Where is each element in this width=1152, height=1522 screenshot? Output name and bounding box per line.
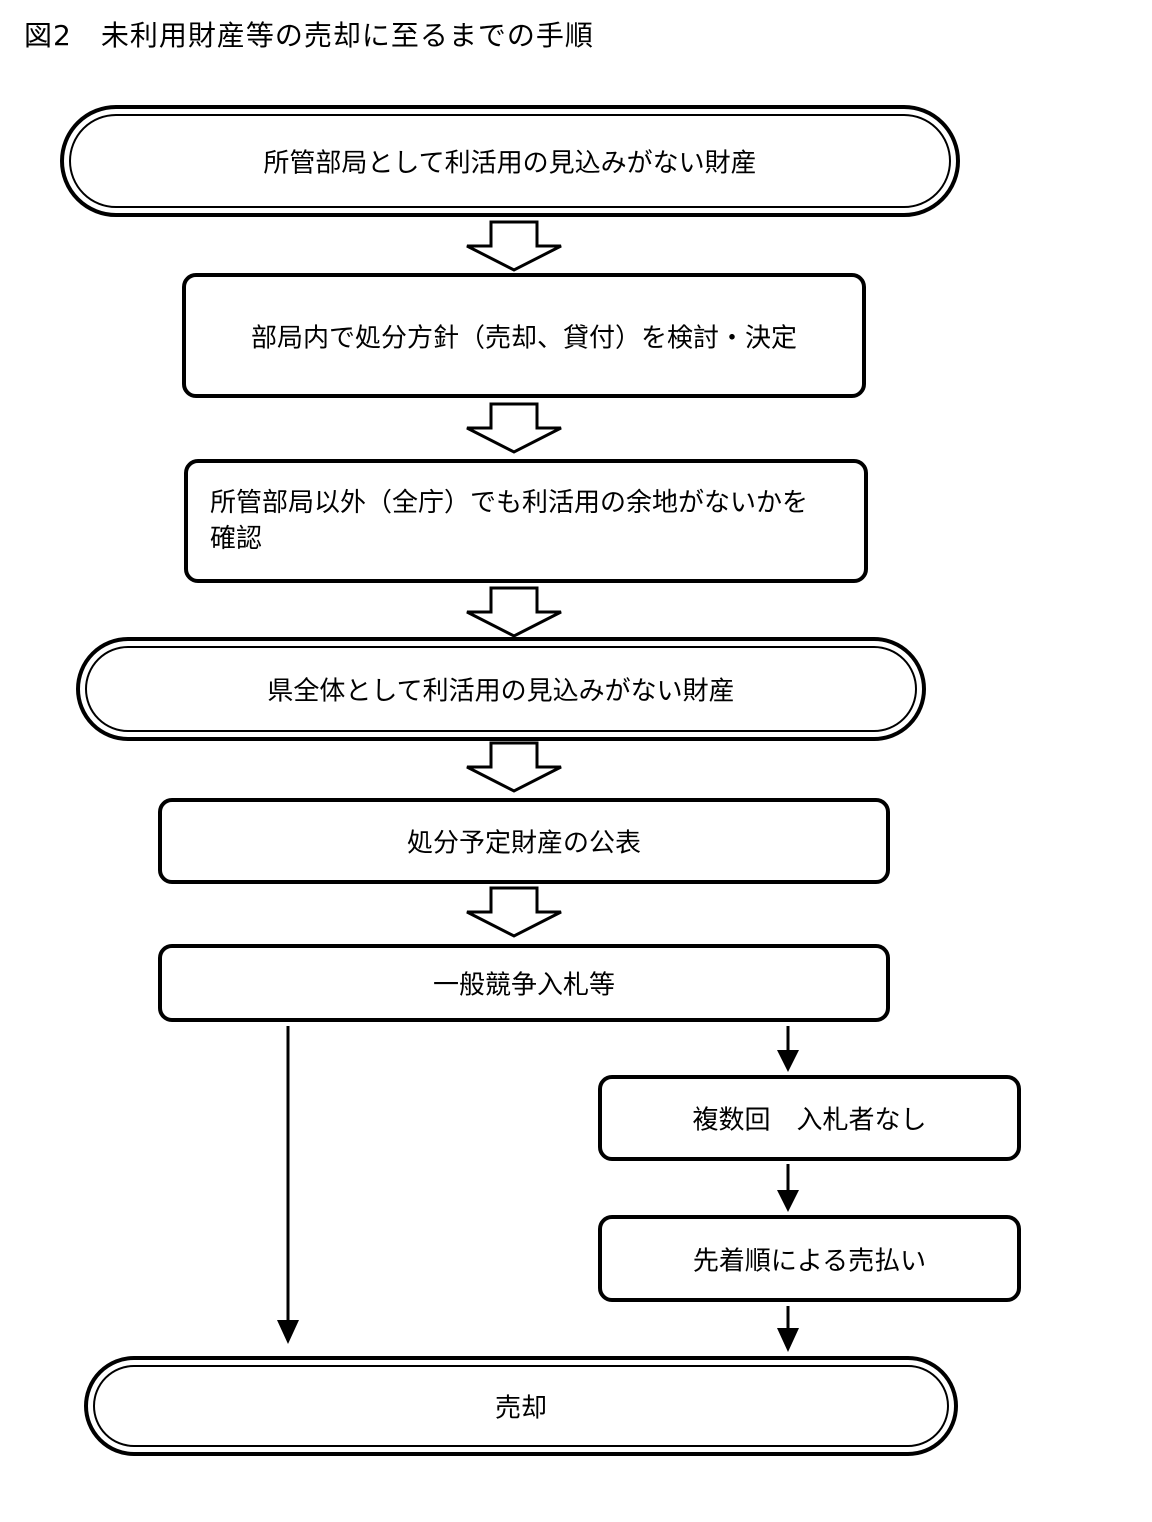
step-decide-disposal-policy-label: 部局内で処分方針（売却、貸付）を検討・決定 <box>250 323 797 353</box>
arrow-head-direct <box>277 1320 299 1344</box>
step-first-come-sale-label: 先着順による売払い <box>692 1246 927 1276</box>
arrow-head-to-s9 <box>777 1328 799 1352</box>
step-publish-planned-disposal-label: 処分予定財産の公表 <box>406 828 641 859</box>
step-confirm-other-departments: 所管部局以外（全庁）でも利活用の余地がないかを 確認 <box>184 459 868 583</box>
step-first-come-sale: 先着順による売払い <box>598 1215 1021 1302</box>
block-arrow-1 <box>466 220 562 272</box>
block-arrow-5 <box>466 886 562 938</box>
step-unused-prefecture-wide: 県全体として利活用の見込みがない財産 <box>76 637 926 741</box>
arrow-head-to-s7 <box>777 1050 799 1072</box>
step-no-bidders-label: 複数回 入札者なし <box>692 1105 927 1136</box>
arrow-head-to-s8 <box>777 1190 799 1212</box>
step-unused-prefecture-wide-label: 県全体として利活用の見込みがない財産 <box>267 676 735 707</box>
block-arrow-3 <box>466 586 562 638</box>
step-decide-disposal-policy: 部局内で処分方針（売却、貸付）を検討・決定 <box>182 273 866 398</box>
step-unused-in-department: 所管部局として利活用の見込みがない財産 <box>60 105 960 217</box>
step-general-tender: 一般競争入札等 <box>158 944 890 1022</box>
block-arrow-4 <box>466 741 562 793</box>
figure-title: 図2 未利用財産等の売却に至るまでの手順 <box>24 19 594 52</box>
step-general-tender-label: 一般競争入札等 <box>432 970 615 1001</box>
step-confirm-line-1: 所管部局以外（全庁）でも利活用の余地がないかを <box>210 488 809 518</box>
step-publish-planned-disposal: 処分予定財産の公表 <box>158 798 890 884</box>
step-confirm-line-2: 確認 <box>210 524 263 554</box>
step-no-bidders: 複数回 入札者なし <box>598 1075 1021 1161</box>
step-sale-label: 売却 <box>494 1393 547 1424</box>
step-unused-in-department-label: 所管部局として利活用の見込みがない財産 <box>263 148 757 179</box>
step-sale: 売却 <box>84 1356 958 1456</box>
step-confirm-other-departments-label: 所管部局以外（全庁）でも利活用の余地がないかを 確認 <box>210 485 842 557</box>
block-arrow-2 <box>466 402 562 454</box>
